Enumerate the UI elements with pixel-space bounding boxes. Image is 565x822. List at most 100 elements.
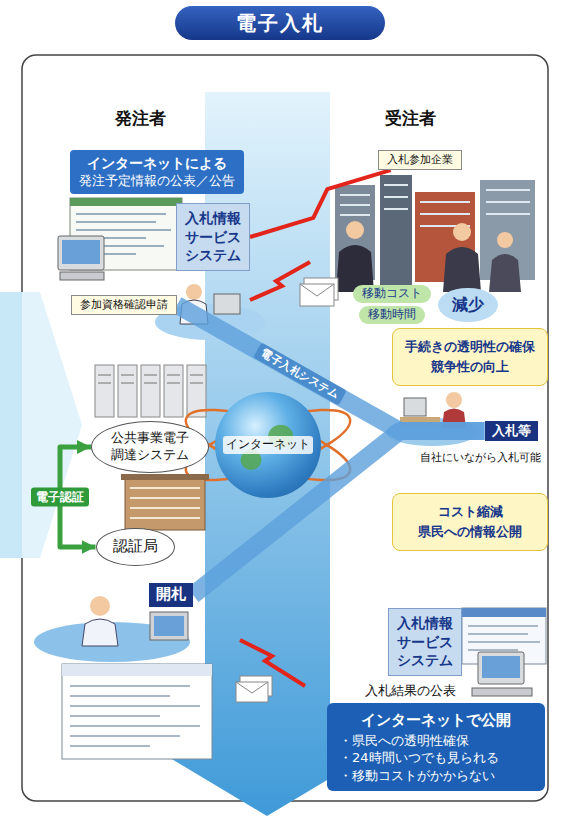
caption-note: 入札結果の公表: [365, 682, 456, 700]
person: [346, 221, 364, 239]
computer: [58, 236, 104, 270]
benefit-pill-text: 移動コスト: [362, 286, 422, 302]
computer: [472, 652, 532, 696]
result-oval: 減少: [438, 288, 498, 323]
note-callout-text: 競争性の向上: [399, 357, 541, 377]
tag-box-text: 入札参加企業: [387, 153, 453, 167]
envelope: [300, 284, 334, 296]
title-text: 電子入札: [236, 10, 324, 37]
person: [154, 616, 184, 636]
globe-text: インターネット: [223, 436, 313, 454]
person: [214, 294, 240, 314]
person: [186, 284, 202, 300]
hotel-building: [121, 474, 209, 480]
servers: [95, 365, 114, 417]
publish-box-text: ・県民への透明性確保: [339, 732, 533, 750]
screen-mockup: [70, 198, 182, 206]
lightning: [240, 640, 305, 686]
computer: [482, 656, 520, 678]
column-heading: 発注者: [115, 107, 166, 130]
envelope: [236, 682, 268, 693]
person: [336, 221, 521, 292]
lightning: [250, 262, 310, 300]
hotel-building: [130, 488, 200, 518]
servers: [118, 365, 137, 417]
notice-box-text: 発注予定情報の公表／公告: [79, 173, 235, 190]
hotel-building: [121, 474, 209, 530]
note-callout-text: 県民への情報公開: [399, 522, 541, 542]
computer: [62, 240, 100, 264]
screen-mockup: [62, 664, 212, 759]
authority-oval: 認証局: [96, 528, 175, 566]
benefit-pill: 移動コスト: [353, 285, 431, 303]
notice-box: インターネットによる発注予定情報の公表／公告: [70, 150, 244, 193]
envelope: [300, 278, 338, 306]
person: [489, 254, 521, 292]
publish-box-text: ・24時間いつでも見られる: [339, 749, 533, 767]
title-pill: 電子入札: [175, 6, 385, 40]
screen-mockup: [70, 686, 200, 746]
person: [497, 232, 513, 248]
left-chevron: [22, 292, 82, 558]
envelope: [236, 676, 272, 702]
role-tag: 入札等: [485, 421, 538, 442]
envelope: [236, 682, 268, 702]
connector-label: 電子認証: [31, 488, 89, 507]
tag-box: 入札参加企業: [378, 150, 462, 170]
hotel-building: [125, 478, 205, 530]
system-box-text: 入札情報サービスシステム: [396, 614, 454, 671]
system-oval: 公共事業電子調達システム: [91, 421, 209, 473]
person: [443, 247, 481, 292]
lightning: [240, 640, 305, 686]
role-tag-text: 開札: [156, 585, 186, 605]
globe: インターネット: [215, 392, 321, 498]
left-chevron: [0, 292, 82, 558]
note-callout: コスト縮減県民への情報公開: [392, 493, 548, 551]
result-oval-text: 減少: [452, 295, 484, 316]
envelope: [300, 284, 334, 306]
computer: [58, 236, 104, 280]
office-buildings: [380, 175, 412, 285]
publish-box-text: インターネットで公開: [339, 710, 533, 730]
servers: [98, 375, 203, 383]
screen-mockup: [462, 608, 546, 617]
lightning-connector: [250, 170, 391, 237]
system-oval-text: 公共事業電子調達システム: [108, 430, 192, 464]
computer: [478, 652, 524, 684]
benefit-pill: 移動時間: [359, 306, 425, 324]
tag-box: 参加資格確認申請: [71, 295, 177, 315]
person: [453, 223, 471, 241]
tag-box-text: 参加資格確認申請: [80, 298, 168, 312]
note-callout-text: 手続きの透明性の確保: [399, 337, 541, 357]
person: [150, 612, 188, 640]
servers: [164, 365, 183, 417]
system-box: 入札情報サービスシステム: [388, 608, 462, 677]
benefit-pill-text: 移動時間: [368, 307, 416, 323]
column-heading: 受注者: [385, 107, 436, 130]
publish-box: インターネットで公開・県民への透明性確保・24時間いつでも見られる・移動コストが…: [327, 703, 545, 792]
screen-mockup: [468, 626, 540, 650]
computer: [60, 272, 104, 280]
lightning: [250, 262, 310, 300]
system-box: 入札情報サービスシステム: [176, 203, 250, 272]
notice-box-text: インターネットによる: [79, 154, 235, 172]
person: [82, 619, 118, 646]
person: [446, 392, 462, 408]
screen-mockup: [62, 664, 212, 759]
person: [90, 596, 110, 616]
servers: [141, 365, 160, 417]
screen-mockup: [62, 664, 212, 676]
system-box-text: 入札情報サービスシステム: [184, 209, 242, 266]
authority-oval-text: 認証局: [113, 537, 158, 557]
note-callout-text: コスト縮減: [399, 502, 541, 522]
person: [404, 398, 426, 416]
publish-box-text: ・移動コストがかからない: [339, 767, 533, 785]
role-tag-text: 入札等: [492, 423, 531, 440]
note-callout: 手続きの透明性の確保競争性の向上: [392, 328, 548, 386]
computer: [472, 688, 532, 696]
servers: [95, 365, 206, 417]
office-buildings: [340, 185, 530, 226]
role-tag: 開札: [149, 583, 193, 607]
